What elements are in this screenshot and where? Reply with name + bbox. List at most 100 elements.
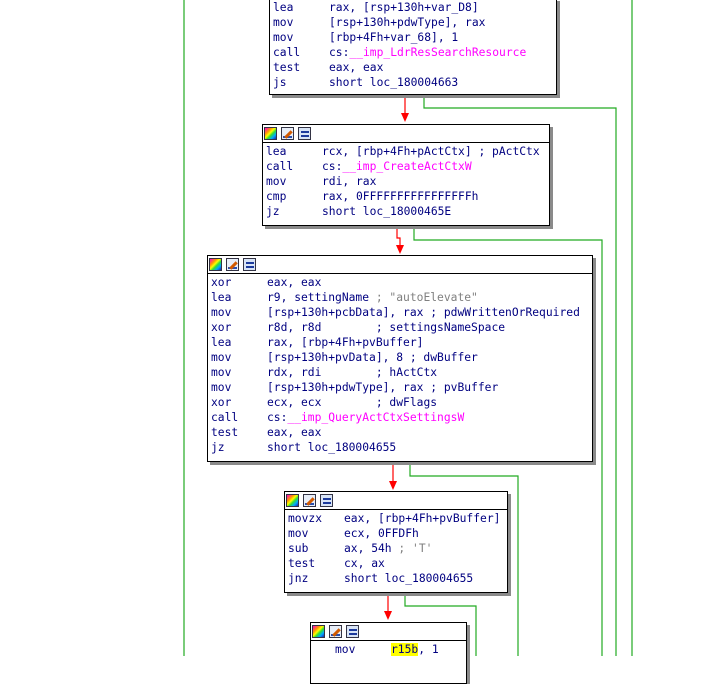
instruction-line[interactable]: lea r9, settingName ; "autoElevate" <box>211 290 589 305</box>
instruction-line[interactable]: mov[rsp+130h+pdwType], rax ; pvBuffer <box>211 380 589 395</box>
color-palette-icon[interactable] <box>264 127 277 140</box>
operand: rdi, rax <box>322 175 377 188</box>
string-comment: ; "autoElevate" <box>369 291 478 304</box>
arrowhead-4 <box>384 611 392 620</box>
mnemonic: call <box>266 160 294 173</box>
mnemonic: mov <box>288 527 309 540</box>
code-lines: xor eax, eax lea r9, settingName ; "autoEle… <box>208 274 592 456</box>
import-name[interactable]: __imp_CreateActCtxW <box>342 160 472 173</box>
mnemonic: mov <box>211 351 232 364</box>
operand-comment: ; hActCtx <box>321 366 438 379</box>
operand: [rsp+130h+pvData], 8 <box>267 351 404 364</box>
operand: eax, eax <box>267 276 322 289</box>
operand: [rsp+130h+pdwType], rax <box>329 16 486 29</box>
operand: eax, eax <box>329 61 384 74</box>
edge-green-4 <box>404 592 477 656</box>
mnemonic: lea <box>211 291 232 304</box>
edge-green-2 <box>413 225 603 656</box>
mnemonic: xor <box>211 276 232 289</box>
import-name[interactable]: __imp_LdrResSearchResource <box>349 46 527 59</box>
operand: rax, [rbp+4Fh+pvBuffer] <box>267 336 424 349</box>
operand: short loc_18000465E <box>322 205 452 218</box>
instruction-line[interactable]: jz short loc_18000465E <box>266 204 546 219</box>
operand: ecx, ecx <box>267 396 322 409</box>
instruction-line[interactable]: xor eax, eax <box>211 275 589 290</box>
block-toolbar <box>263 125 549 143</box>
import-name[interactable]: __imp_QueryActCtxSettingsW <box>287 411 465 424</box>
graph-view-icon[interactable] <box>298 127 311 140</box>
edge-red-2 <box>396 225 401 246</box>
operand: short loc_180004663 <box>329 76 459 89</box>
instruction-line[interactable]: mov ecx, 0FFDFh <box>288 526 504 541</box>
mnemonic: lea <box>211 336 232 349</box>
operand: [rbp+4Fh+var_68], 1 <box>329 31 459 44</box>
operand-rest: , 1 <box>418 643 439 656</box>
operand: [rsp+130h+pdwType], rax <box>267 381 424 394</box>
edge-green-3 <box>409 462 519 656</box>
instruction-line[interactable]: lea rax, [rbp+4Fh+pvBuffer] <box>211 335 589 350</box>
block-toolbar <box>285 492 507 510</box>
color-palette-icon[interactable] <box>312 625 325 638</box>
edit-icon[interactable] <box>226 258 239 271</box>
mnemonic: mov <box>211 381 232 394</box>
code-block-3[interactable]: xor eax, eax lea r9, settingName ; "autoEle… <box>207 255 593 462</box>
block-toolbar <box>208 256 592 274</box>
mnemonic: movzx <box>288 512 323 525</box>
edit-icon[interactable] <box>329 625 342 638</box>
mnemonic: jz <box>266 205 280 218</box>
arrowhead-2 <box>396 245 404 254</box>
operand: r8d, r8d <box>267 321 322 334</box>
mnemonic: call <box>273 46 301 59</box>
mnemonic: lea <box>266 145 287 158</box>
highlighted-register[interactable]: r15b <box>391 643 419 656</box>
graph-view-icon[interactable] <box>346 625 359 638</box>
operand: cx, ax <box>344 557 385 570</box>
color-palette-icon[interactable] <box>286 494 299 507</box>
operand: r9, settingName <box>267 291 370 304</box>
operand: ax, 54h <box>344 542 392 555</box>
graph-view-icon[interactable] <box>320 494 333 507</box>
edit-icon[interactable] <box>281 127 294 140</box>
instruction-line[interactable]: mov[rsp+130h+pcbData], rax ; pdwWrittenO… <box>211 305 589 320</box>
mnemonic: call <box>211 411 239 424</box>
mnemonic: test <box>211 426 239 439</box>
operand-comment: ; pdwWrittenOrRequired <box>423 306 580 319</box>
mnemonic: mov <box>211 366 232 379</box>
edit-icon[interactable] <box>303 494 316 507</box>
instruction-line[interactable]: mov[rsp+130h+pdwType], rax <box>273 15 553 30</box>
mnemonic: cmp <box>266 190 287 203</box>
instruction-line[interactable]: mov[rbp+4Fh+var_68], 1 <box>273 30 553 45</box>
color-palette-icon[interactable] <box>209 258 222 271</box>
operand: rcx, [rbp+4Fh+pActCtx] <box>322 145 472 158</box>
arrowhead-3 <box>389 481 397 490</box>
operand: short loc_180004655 <box>344 572 474 585</box>
instruction-line[interactable]: mov[rsp+130h+pvData], 8 ; dwBuffer <box>211 350 589 365</box>
graph-view-icon[interactable] <box>243 258 256 271</box>
operand: ecx, 0FFDFh <box>344 527 419 540</box>
